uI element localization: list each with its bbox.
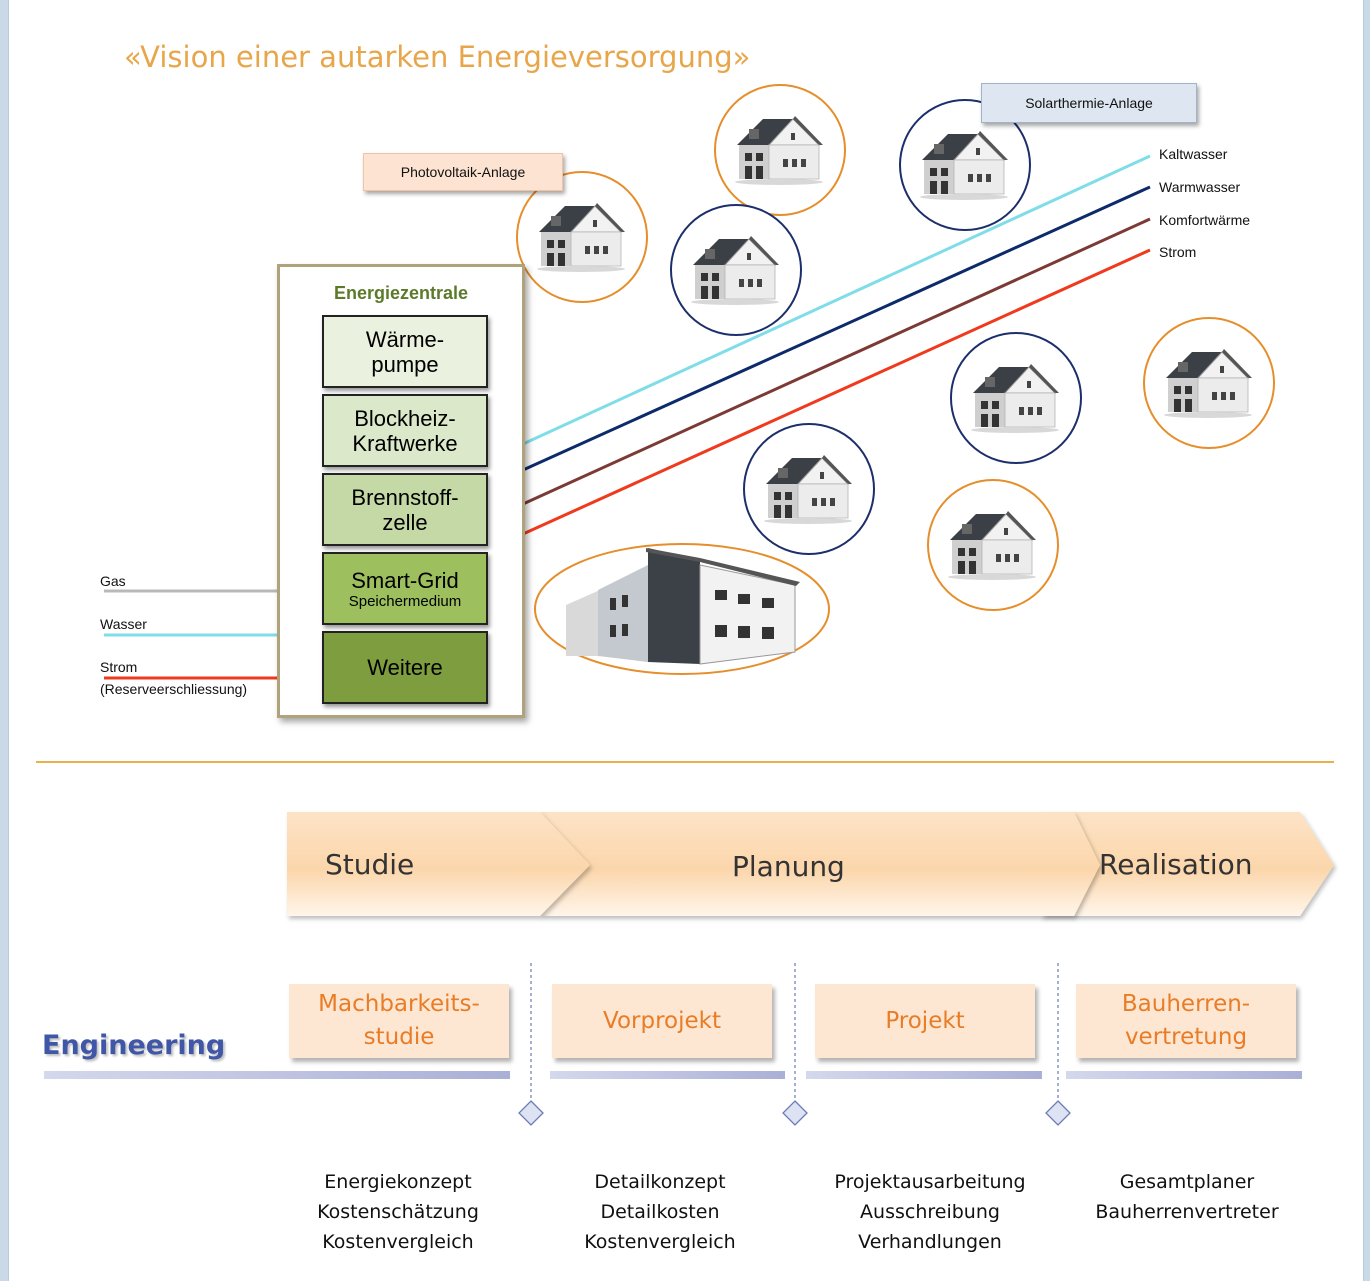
kaltwasser-line bbox=[522, 154, 1151, 446]
house-navy-3 bbox=[950, 332, 1082, 464]
deliverable-item: Projektausarbeitung bbox=[834, 1171, 1026, 1193]
komfortwaerme-line bbox=[522, 217, 1151, 506]
house-navy-2 bbox=[899, 99, 1031, 231]
strom-input-sublabel: (Reserveerschliessung) bbox=[100, 681, 248, 697]
timeline-bar-4 bbox=[1066, 1071, 1302, 1079]
deliverables-studie: Energiekonzept Kostenschätzung Kostenver… bbox=[278, 1167, 518, 1257]
komfortwaerme-label: Komfortwärme bbox=[1159, 212, 1251, 228]
slide-title: «Vision einer autarken Energieversorgung… bbox=[124, 40, 751, 74]
deliverables-projekt: Projektausarbeitung Ausschreibung Verhan… bbox=[810, 1167, 1050, 1257]
stage-bauherrenvertretung: Bauherren-vertretung bbox=[1076, 984, 1296, 1058]
chevron-planung bbox=[540, 812, 1100, 916]
house-orange-3 bbox=[1143, 317, 1275, 449]
engineering-timeline bbox=[44, 963, 1302, 1126]
module-line: zelle bbox=[382, 509, 428, 535]
phase-realisation: Realisation bbox=[1099, 848, 1253, 881]
milestone-1 bbox=[518, 1100, 544, 1126]
house-orange-4 bbox=[927, 479, 1059, 611]
module-line: Smart-Grid bbox=[351, 567, 459, 593]
warmwasser-label: Warmwasser bbox=[1159, 179, 1241, 195]
deliverable-item: Bauherrenvertreter bbox=[1095, 1201, 1279, 1223]
photovoltaik-label: Photovoltaik-Anlage bbox=[363, 153, 563, 191]
house-navy-4 bbox=[743, 423, 875, 555]
module-smart-grid: Smart-Grid Speichermedium bbox=[322, 552, 488, 625]
apartment-building bbox=[534, 543, 830, 675]
energiezentrale: Energiezentrale Wärme- pumpe Blockheiz- … bbox=[277, 264, 525, 718]
phase-chevrons bbox=[287, 812, 1334, 916]
house-navy-1 bbox=[670, 204, 802, 336]
engineering-label: Engineering bbox=[42, 1030, 226, 1061]
strom-line bbox=[522, 248, 1151, 536]
house-orange-2 bbox=[714, 84, 846, 216]
module-line: Kraftwerke bbox=[352, 430, 458, 456]
house-orange-1 bbox=[516, 171, 648, 303]
stage-line: vertretung bbox=[1124, 1024, 1248, 1050]
deliverable-item: Energiekonzept bbox=[324, 1171, 472, 1193]
stage-line: studie bbox=[363, 1024, 435, 1050]
module-line: pumpe bbox=[371, 351, 439, 377]
milestone-3 bbox=[1045, 1100, 1071, 1126]
strom-input-label: Strom bbox=[100, 659, 138, 675]
deliverable-item: Gesamtplaner bbox=[1119, 1171, 1255, 1193]
milestone-2 bbox=[782, 1100, 808, 1126]
kaltwasser-label: Kaltwasser bbox=[1159, 146, 1228, 162]
deliverables-vorprojekt: Detailkonzept Detailkosten Kostenverglei… bbox=[540, 1167, 780, 1257]
deliverable-item: Kostenvergleich bbox=[584, 1231, 736, 1253]
deliverable-item: Kostenschätzung bbox=[317, 1201, 479, 1223]
deliverables-realisation: Gesamtplaner Bauherrenvertreter bbox=[1067, 1167, 1307, 1227]
stage-line: Machbarkeits- bbox=[318, 991, 480, 1017]
chevron-realisation bbox=[1040, 812, 1334, 916]
module-line: Blockheiz- bbox=[354, 405, 456, 431]
chevron-studie bbox=[287, 812, 590, 916]
phase-planung: Planung bbox=[732, 850, 845, 883]
stage-machbarkeitsstudie: Machbarkeits-studie bbox=[289, 984, 509, 1058]
module-subline: Speichermedium bbox=[348, 592, 462, 610]
deliverable-item: Verhandlungen bbox=[858, 1231, 1002, 1253]
deliverable-item: Detailkosten bbox=[600, 1201, 720, 1223]
deliverable-item: Detailkonzept bbox=[594, 1171, 726, 1193]
module-line: Brennstoff- bbox=[351, 484, 459, 510]
deliverable-item: Ausschreibung bbox=[860, 1201, 1000, 1223]
module-blockheizkraftwerke: Blockheiz- Kraftwerke bbox=[322, 394, 488, 467]
strom-label: Strom bbox=[1159, 244, 1197, 260]
stage-projekt: Projekt bbox=[815, 984, 1035, 1058]
stage-line: Vorprojekt bbox=[603, 1007, 721, 1034]
module-line: Wärme- bbox=[365, 326, 445, 352]
module-line: Weitere bbox=[367, 655, 443, 680]
phase-studie: Studie bbox=[325, 848, 415, 881]
timeline-bar-3 bbox=[806, 1071, 1042, 1079]
module-waermepumpe: Wärme- pumpe bbox=[322, 315, 488, 388]
section-divider bbox=[36, 761, 1334, 763]
module-weitere: Weitere bbox=[322, 631, 488, 704]
warmwasser-line bbox=[522, 185, 1151, 472]
deliverable-item: Kostenvergleich bbox=[322, 1231, 474, 1253]
timeline-bar-2 bbox=[550, 1071, 785, 1079]
stage-vorprojekt: Vorprojekt bbox=[552, 984, 772, 1058]
energy-diagram bbox=[104, 84, 1275, 680]
gas-label: Gas bbox=[100, 573, 126, 589]
module-brennstoffzelle: Brennstoff- zelle bbox=[322, 473, 488, 546]
solarthermie-label: Solarthermie-Anlage bbox=[981, 83, 1197, 123]
timeline-bar-1 bbox=[44, 1071, 510, 1079]
stage-line: Bauherren- bbox=[1121, 991, 1251, 1017]
energiezentrale-title: Energiezentrale bbox=[333, 283, 469, 303]
stage-line: Projekt bbox=[885, 1007, 965, 1034]
wasser-label: Wasser bbox=[100, 616, 147, 632]
